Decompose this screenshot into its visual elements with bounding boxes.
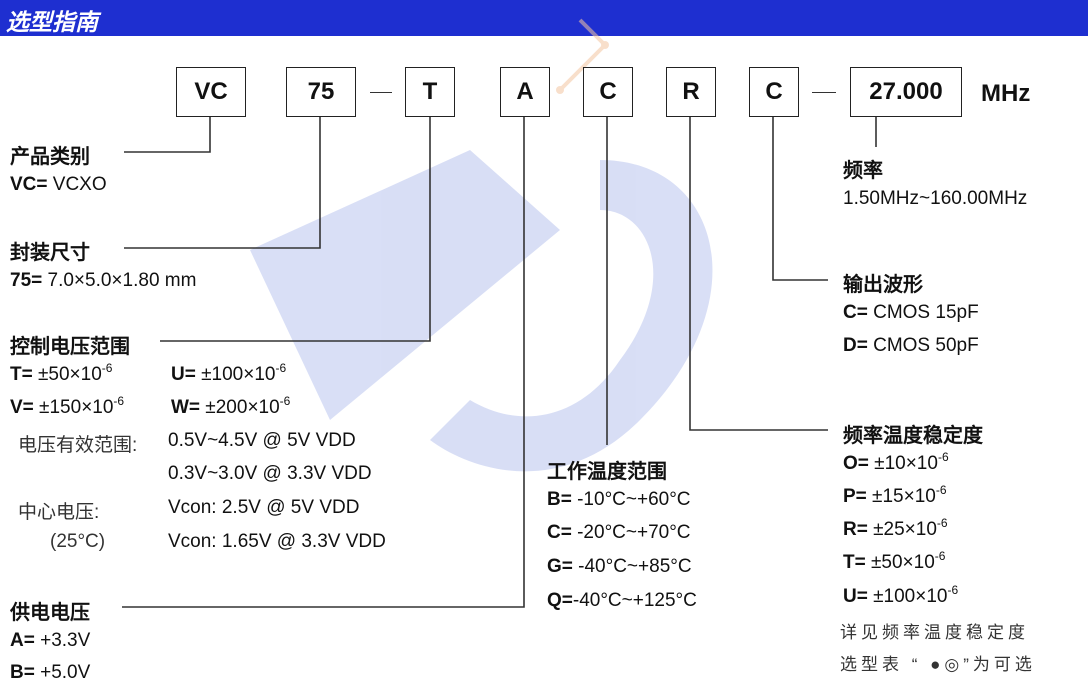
- center-voltage-value-2: Vcon: 1.65V @ 3.3V VDD: [168, 531, 386, 552]
- center-voltage-value-1: Vcon: 2.5V @ 5V VDD: [168, 497, 360, 518]
- stability-heading: 频率温度稳定度: [843, 425, 983, 447]
- effective-range-label: 电压有效范围:: [18, 435, 138, 456]
- package-size-heading: 封装尺寸: [10, 242, 90, 264]
- control-voltage-item-v: V= ±150×10-6: [10, 394, 125, 418]
- effective-range-value-2: 0.3V~3.0V @ 3.3V VDD: [168, 463, 372, 484]
- supply-voltage-item-a: A= +3.3V: [10, 630, 91, 651]
- temp-range-item-b: B= -10°C~+60°C: [547, 489, 691, 510]
- watermark-circuit: [558, 18, 608, 92]
- dash-separator: [370, 92, 392, 93]
- dash-separator: [812, 92, 836, 93]
- watermark-j-stroke: [250, 150, 560, 420]
- connector-a: [122, 117, 525, 608]
- code-box-control-voltage: T: [405, 67, 455, 117]
- watermark-k-stroke: [430, 160, 713, 472]
- product-category-item: VC= VCXO: [10, 174, 107, 195]
- supply-voltage-item-b: B= +5.0V: [10, 662, 91, 683]
- page-title: 选型指南: [6, 9, 98, 35]
- code-box-supply-voltage: A: [500, 67, 550, 117]
- control-voltage-item-t: T= ±50×10-6: [10, 361, 113, 385]
- control-voltage-heading: 控制电压范围: [10, 336, 130, 358]
- center-voltage-label: 中心电压:: [18, 502, 100, 523]
- output-waveform-item-d: D= CMOS 50pF: [843, 335, 979, 356]
- connector-t: [160, 117, 431, 342]
- temp-range-item-q: Q=-40°C~+125°C: [547, 590, 697, 611]
- code-box-product: VC: [176, 67, 246, 117]
- stability-item-o: O= ±10×10-6: [843, 450, 949, 474]
- code-box-temp-range: C: [583, 67, 633, 117]
- product-category-heading: 产品类别: [10, 146, 90, 168]
- temp-range-item-c: C= -20°C~+70°C: [547, 522, 691, 543]
- effective-range-value-1: 0.5V~4.5V @ 5V VDD: [168, 430, 356, 451]
- connector-75: [124, 117, 321, 249]
- stability-item-r: R= ±25×10-6: [843, 516, 948, 540]
- code-box-package: 75: [286, 67, 356, 117]
- stability-item-u: U= ±100×10-6: [843, 583, 959, 607]
- output-waveform-heading: 输出波形: [843, 274, 923, 296]
- stability-note-line-2: 选型表 “ ●◎”为可选: [840, 655, 1036, 674]
- control-voltage-item-w: W= ±200×10-6: [171, 394, 291, 418]
- output-waveform-item-c: C= CMOS 15pF: [843, 302, 979, 323]
- temp-range-item-g: G= -40°C~+85°C: [547, 556, 692, 577]
- unit-label: MHz: [981, 80, 1031, 107]
- code-box-stability: R: [666, 67, 716, 117]
- header-bar: 选型指南: [0, 0, 1088, 36]
- stability-item-p: P= ±15×10-6: [843, 483, 947, 507]
- connector-c-output: [772, 117, 828, 281]
- package-size-item: 75= 7.0×5.0×1.80 mm: [10, 270, 197, 291]
- connector-vc: [124, 117, 211, 153]
- temp-range-heading: 工作温度范围: [547, 461, 667, 483]
- connector-r: [689, 117, 828, 431]
- stability-item-t: T= ±50×10-6: [843, 549, 946, 573]
- code-box-output: C: [749, 67, 799, 117]
- supply-voltage-heading: 供电电压: [10, 602, 90, 624]
- frequency-heading: 频率: [843, 160, 883, 182]
- stability-note-line-1: 详见频率温度稳定度: [840, 623, 1029, 642]
- center-voltage-temp: (25°C): [50, 531, 106, 552]
- code-box-frequency: 27.000: [850, 67, 962, 117]
- control-voltage-item-u: U= ±100×10-6: [171, 361, 287, 385]
- frequency-range: 1.50MHz~160.00MHz: [843, 188, 1028, 209]
